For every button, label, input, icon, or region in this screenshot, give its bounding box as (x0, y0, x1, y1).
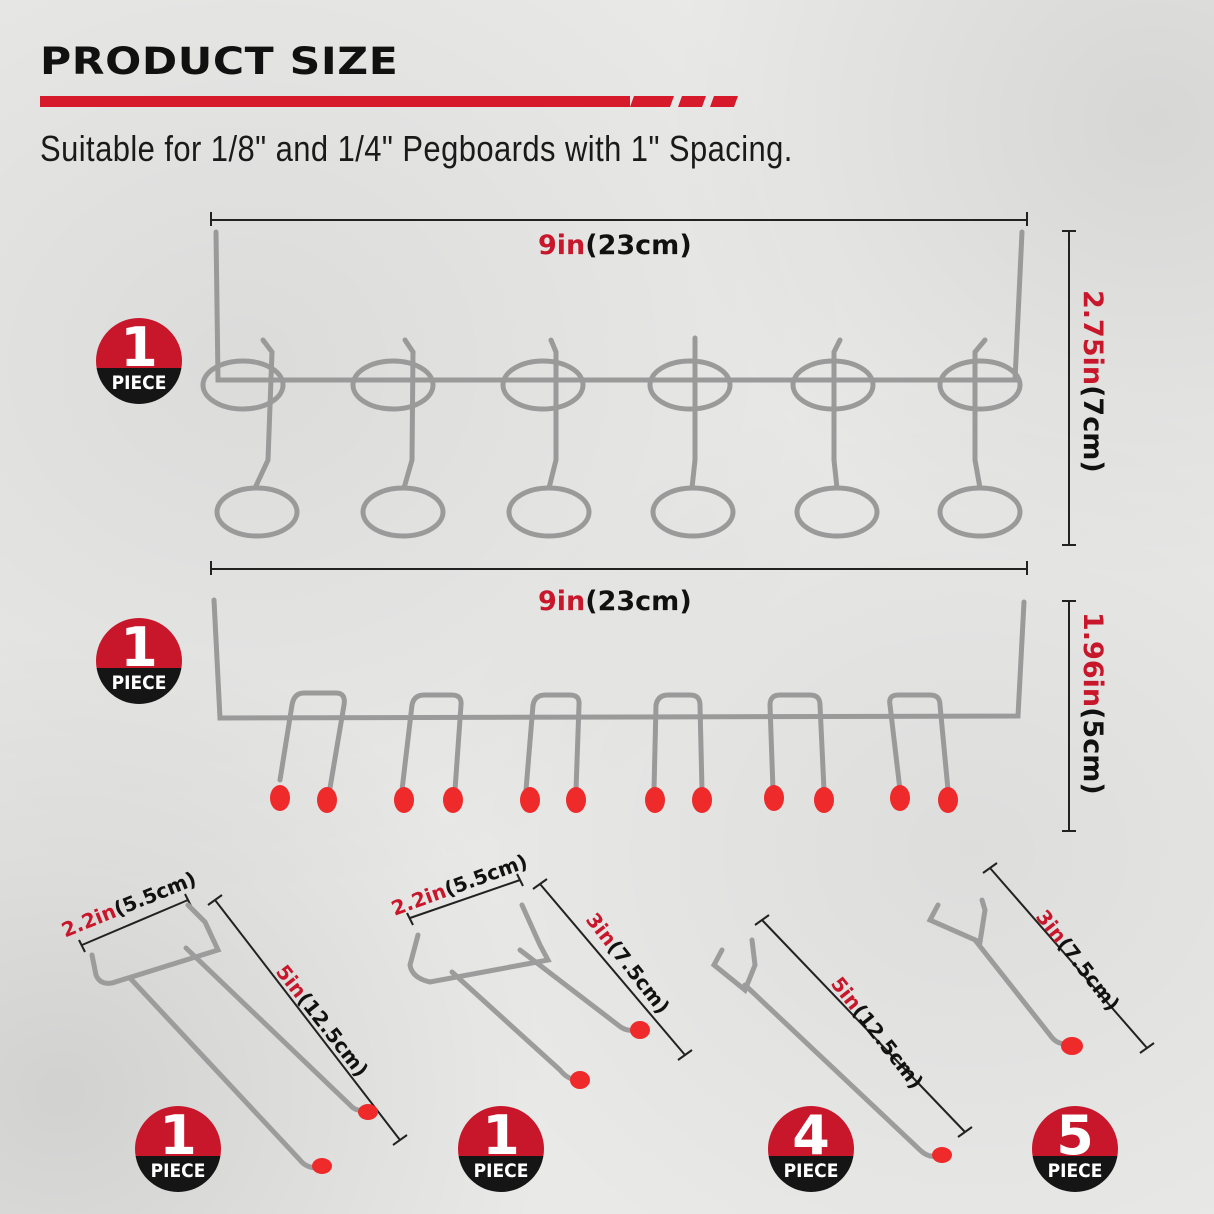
quantity-badge: 4 PIECE (768, 1106, 854, 1192)
quantity-badge: 1 PIECE (458, 1106, 544, 1192)
ring-rack-illustration (200, 229, 1025, 539)
quantity-badge: 5 PIECE (1032, 1106, 1118, 1192)
width-dimension-line (210, 568, 1028, 570)
title-underline (40, 96, 630, 107)
height-dimension-line (1068, 230, 1070, 546)
width-dimension-line (210, 219, 1028, 221)
page-title: PRODUCT SIZE (40, 40, 399, 83)
quantity-badge: 1 PIECE (135, 1106, 221, 1192)
subtitle: Suitable for 1/8" and 1/4" Pegboards wit… (40, 128, 793, 169)
width-label: 9in(23cm) (538, 230, 692, 261)
prong-rack-illustration (211, 597, 1027, 813)
quantity-badge: 1 PIECE (96, 618, 182, 704)
width-label: 9in(23cm) (538, 586, 692, 617)
height-dimension-line (1068, 600, 1070, 832)
quantity-badge: 1 PIECE (96, 318, 182, 404)
